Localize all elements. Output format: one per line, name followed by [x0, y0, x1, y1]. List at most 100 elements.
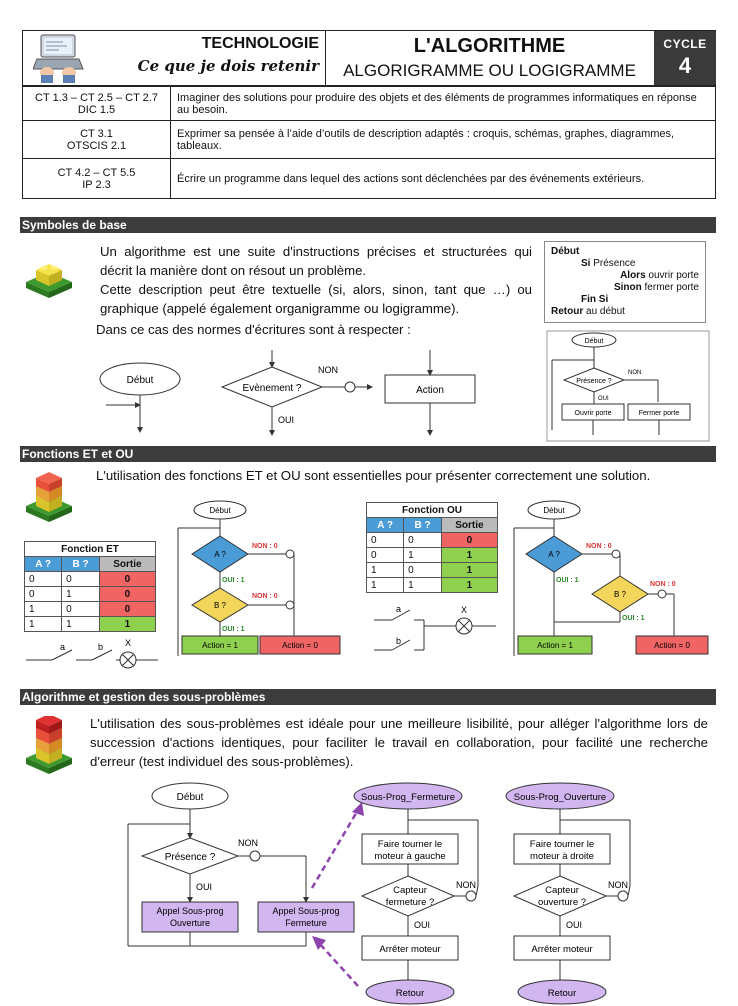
cell: 0: [61, 571, 100, 587]
paragraph-normes: Dans ce cas des normes d'écritures sont …: [96, 322, 411, 337]
mini-non: NON: [628, 370, 641, 376]
page-title: L'ALGORITHME: [413, 35, 566, 57]
evenement-label: Evènement ?: [243, 383, 302, 394]
debut-label: Début: [127, 375, 154, 386]
sp1-stop: Arrêter moteur: [379, 944, 440, 955]
mini-presence: Présence ?: [576, 378, 612, 385]
pseudo-code-box: Début Si Présence Alors ouvrir porte Sin…: [544, 241, 706, 323]
technologie-label: TECHNOLOGIE: [201, 35, 319, 52]
sp2-title: Sous-Prog_Ouverture: [514, 792, 606, 803]
sp2-stop: Arrêter moteur: [531, 944, 592, 955]
cell: 1: [98, 616, 157, 632]
flowchart-main: Début Présence ? NON OUI Appel Sous-prog…: [127, 782, 355, 947]
flowchart-ou: Début A ? NON : 0 OUI : 1 B ? NON : 0 OU…: [513, 500, 709, 656]
competence-text: Imaginer des solutions pour produire des…: [170, 86, 716, 121]
col-header: Sortie: [98, 556, 157, 572]
paragraph-sous-problemes: L'utilisation des sous-problèmes est idé…: [90, 716, 708, 769]
switch-b-label: b: [396, 636, 401, 646]
paragraph-definition: Un algorithme est une suite d'instructio…: [100, 244, 532, 278]
switch-a-label: a: [60, 642, 65, 652]
flow-oui: OUI : 1: [222, 577, 245, 584]
mini-flowchart: Début Présence ? NON OUI Ouvrir porte Fe…: [546, 330, 710, 442]
pseudo-line: fermer porte: [641, 282, 699, 293]
oui-label: OUI: [278, 415, 294, 425]
section-title-symboles: Symboles de base: [20, 217, 716, 233]
flow-action1: Action = 1: [537, 641, 573, 650]
lego-stack-icon: [26, 472, 72, 522]
flow-b: B ?: [614, 590, 627, 599]
cycle-number: 4: [678, 53, 692, 78]
code: DIC 1.5: [77, 103, 116, 116]
lego-brick-icon: [26, 264, 72, 298]
main-non: NON: [238, 838, 258, 848]
action-label: Action: [416, 385, 444, 396]
laptop-icon: [33, 34, 84, 83]
mini-fermer: Fermer porte: [639, 410, 680, 417]
flowchart-et: Début A ? NON : 0 OUI : 1 B ? NON : 0 OU…: [177, 500, 341, 656]
sp2-action: Faire tourner le: [530, 839, 594, 850]
flow-action0: Action = 0: [282, 641, 318, 650]
main-presence: Présence ?: [165, 852, 216, 863]
header: TECHNOLOGIE Ce que je dois retenir L'ALG…: [22, 30, 716, 86]
cell: 0: [403, 562, 442, 578]
sp1-action: moteur à gauche: [374, 851, 445, 862]
mini-debut: Début: [585, 338, 604, 345]
cell: 1: [403, 577, 442, 593]
cell: 1: [61, 586, 100, 602]
cell: 0: [98, 571, 157, 587]
cell: 1: [440, 547, 499, 563]
cell: 0: [98, 586, 157, 602]
basic-symbols-diagram: Début Evènement ? NON OUI Action: [99, 350, 476, 436]
pseudo-line: Fin Si: [581, 294, 609, 305]
sp1-oui: OUI: [414, 920, 430, 930]
circuit-ou: a b X: [374, 604, 496, 651]
cell: 0: [98, 601, 157, 617]
cell: 1: [23, 616, 63, 632]
cycle-badge: CYCLE 4: [654, 31, 716, 85]
page-subtitle: ALGORIGRAMME OU LOGIGRAMME: [343, 61, 636, 80]
cell: 0: [403, 532, 442, 548]
switch-b-label: b: [98, 642, 103, 652]
pseudo-keyword: Retour: [551, 306, 584, 317]
section-title-fonctions: Fonctions ET et OU: [20, 446, 716, 462]
lamp-label: X: [461, 605, 467, 615]
table-caption: Fonction OU: [366, 502, 498, 518]
pseudo-keyword: Alors: [620, 270, 646, 281]
sp1-capteur: Capteur: [393, 885, 427, 896]
header-left: TECHNOLOGIE Ce que je dois retenir: [23, 31, 326, 85]
col-header: Sortie: [440, 517, 499, 533]
flow-oui: OUI : 1: [556, 577, 579, 584]
cycle-label: CYCLE: [663, 37, 707, 51]
sp2-oui: OUI: [566, 920, 582, 930]
cell: 1: [23, 601, 63, 617]
section-title-sous-problemes: Algorithme et gestion des sous-problèmes: [20, 689, 716, 705]
sp1-non: NON: [456, 880, 476, 890]
cell: 1: [403, 547, 442, 563]
sp1-capteur: fermeture ?: [386, 897, 435, 908]
code: OTSCIS 2.1: [66, 139, 127, 152]
cell: 1: [440, 562, 499, 578]
col-header: A ?: [23, 556, 63, 572]
flow-oui: OUI : 1: [222, 626, 245, 633]
flow-non: NON : 0: [650, 581, 676, 588]
flowchart-sousprog-ouverture: Sous-Prog_Ouverture Faire tourner le mot…: [505, 782, 631, 1005]
cell: 0: [440, 532, 499, 548]
flow-debut: Début: [543, 506, 565, 515]
circuit-et: a b X: [26, 638, 158, 669]
flow-a: A ?: [548, 550, 560, 559]
cell: 1: [440, 577, 499, 593]
lamp-label: X: [125, 638, 131, 648]
